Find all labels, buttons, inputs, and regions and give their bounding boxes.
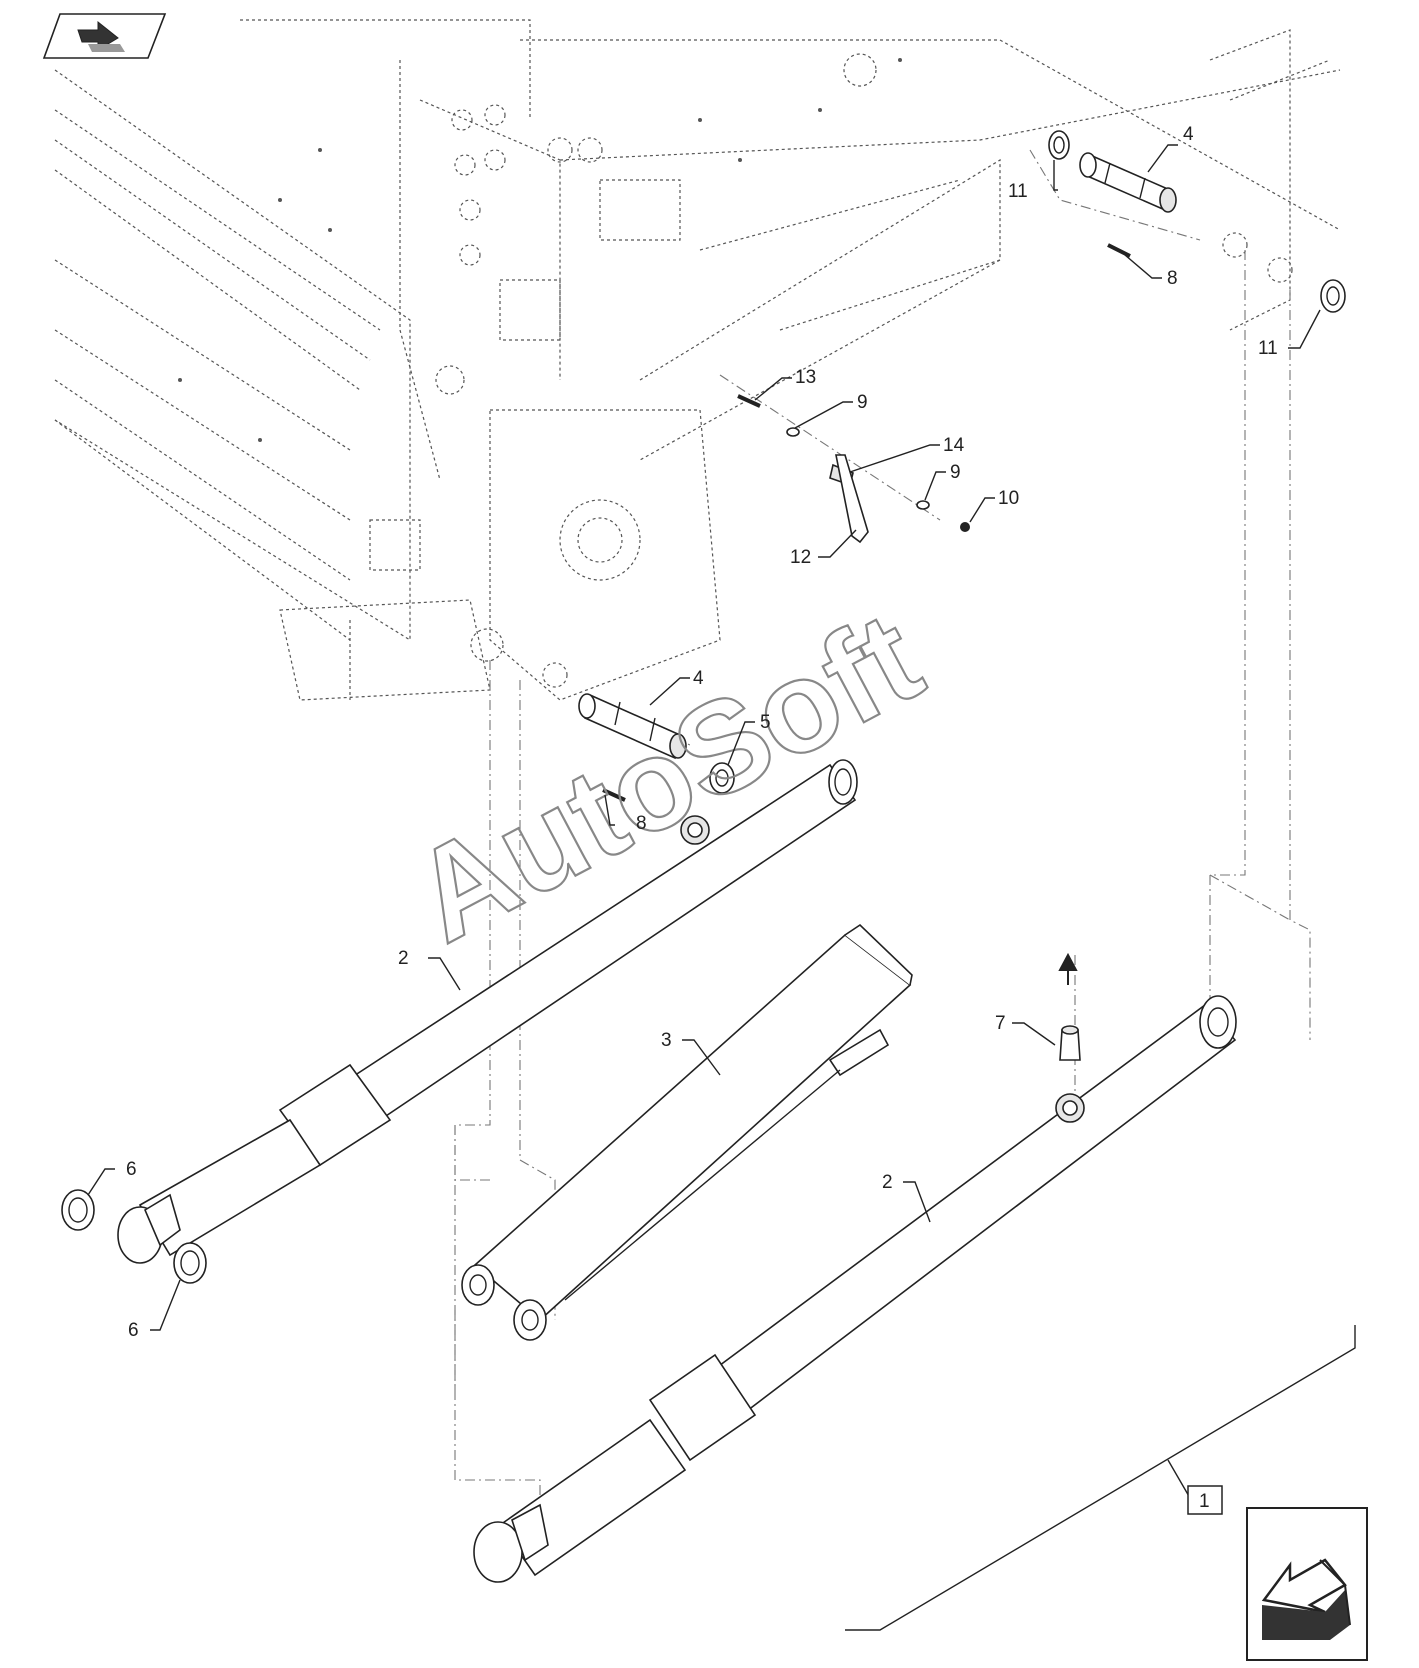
callout-7: 7 (995, 1013, 1006, 1034)
assembly-phantom-lines (159, 149, 1311, 1560)
pin-upper (1079, 152, 1177, 213)
bushing-upper (61, 1189, 95, 1231)
callout-6-upper: 6 (126, 1159, 137, 1180)
machine-frame (54, 19, 1341, 701)
callout-8-upper: 8 (1167, 268, 1178, 289)
callout-11-right: 11 (1258, 338, 1278, 359)
callout-9-lower: 9 (950, 462, 961, 483)
bookmark-arrow-icon[interactable] (42, 13, 167, 59)
callout-12: 12 (790, 547, 811, 568)
retaining-ring-upper (1048, 130, 1070, 160)
grease-fitting (1059, 1025, 1081, 1061)
callout-6-lower: 6 (128, 1320, 139, 1341)
bushing-lower (173, 1242, 207, 1284)
retaining-ring-right (1320, 279, 1346, 313)
callout-2-right: 2 (882, 1172, 893, 1193)
callout-5: 5 (760, 712, 771, 733)
pin-lower (578, 693, 687, 760)
up-arrow-icon (1058, 952, 1078, 985)
next-page-arrow-icon[interactable] (1246, 1507, 1368, 1661)
leader-lines (87, 144, 1321, 1331)
assembly-ref-number: 1 (1199, 1491, 1210, 1512)
callout-2-left: 2 (398, 948, 409, 969)
small-parts-group (737, 394, 970, 544)
callout-8-lower: 8 (636, 813, 647, 834)
callout-9-upper: 9 (857, 392, 868, 413)
callout-4-lower: 4 (693, 668, 704, 689)
assembly-ref-box (1187, 1485, 1223, 1515)
callout-labels: 11 4 8 11 13 9 14 9 10 12 4 5 8 2 3 7 2 … (126, 124, 1278, 1341)
callout-11-upper: 11 (1008, 181, 1028, 202)
callout-14: 14 (943, 435, 965, 456)
cotter-pin-lower (602, 788, 626, 802)
callout-13: 13 (795, 367, 816, 388)
cylinder-cover (461, 923, 913, 1341)
cotter-pin-upper (1107, 243, 1131, 258)
assembly-bracket (845, 1325, 1356, 1631)
callout-4-upper: 4 (1183, 124, 1194, 145)
hydraulic-cylinder-left (117, 759, 858, 1264)
callout-3: 3 (661, 1030, 672, 1051)
callout-10: 10 (998, 488, 1019, 509)
washer (709, 762, 735, 794)
hydraulic-cylinder-right (473, 995, 1237, 1583)
